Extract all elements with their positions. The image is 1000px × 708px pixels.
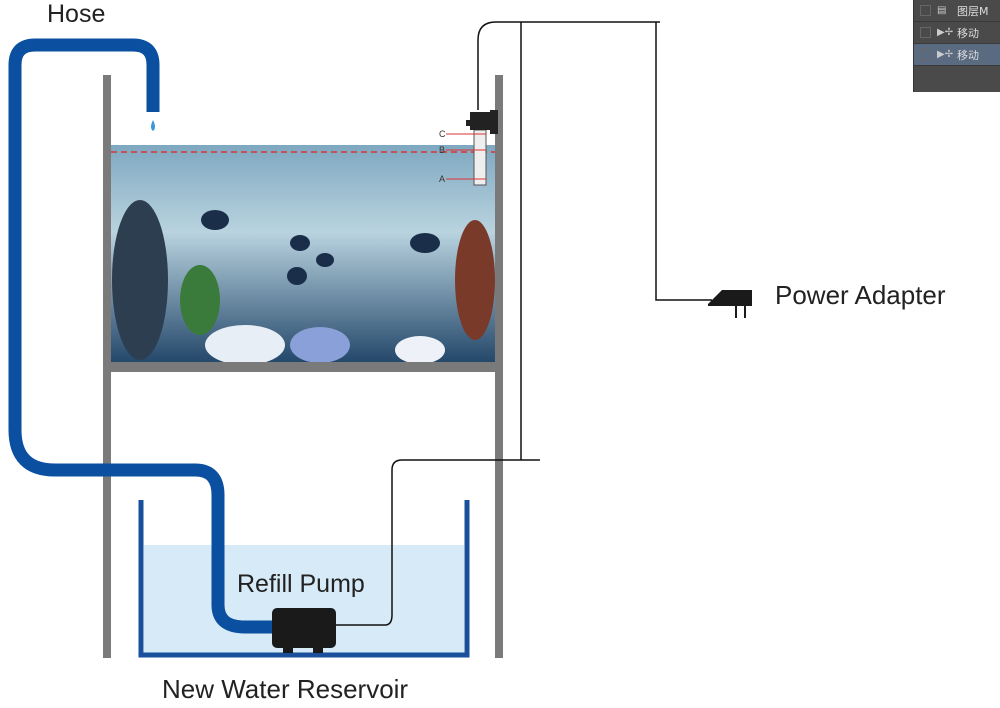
wires <box>336 21 712 626</box>
water-drop-icon <box>151 120 155 131</box>
layer-row[interactable]: ▶✢移动 <box>914 44 1000 66</box>
sensor-level-a: A <box>439 174 445 184</box>
reservoir-label: New Water Reservoir <box>162 674 409 704</box>
hose <box>8 38 275 634</box>
move-icon: ▶✢ <box>937 27 954 38</box>
checkbox[interactable] <box>920 27 931 38</box>
layer-label: 图层M <box>957 4 989 18</box>
level-sensor: C B A <box>439 110 498 186</box>
reservoir-container <box>138 500 470 658</box>
refill-pump <box>272 608 336 648</box>
sensor-level-b: B <box>439 145 445 155</box>
refill-pump-label: Refill Pump <box>237 570 365 598</box>
layer-label: 移动 <box>957 48 979 62</box>
power-adapter-icon <box>708 290 752 318</box>
coral-decor <box>112 200 495 365</box>
hose-label: Hose <box>47 0 106 28</box>
fish <box>201 210 440 285</box>
layer-row[interactable]: ▶✢移动 <box>914 22 1000 44</box>
tank-stand <box>103 75 503 658</box>
power-adapter-label: Power Adapter <box>775 280 946 310</box>
checkbox[interactable] <box>920 5 931 16</box>
layers-panel: ▤ 图层M ▶✢移动 ▶✢移动 <box>913 0 1000 92</box>
move-icon: ▶✢ <box>937 49 954 60</box>
document-icon: ▤ <box>937 5 947 16</box>
sensor-level-c: C <box>439 129 446 139</box>
layer-label: 移动 <box>957 26 979 40</box>
layer-row[interactable]: ▤ 图层M <box>914 0 1000 22</box>
tank-water <box>111 145 495 363</box>
checkbox[interactable] <box>920 49 931 60</box>
